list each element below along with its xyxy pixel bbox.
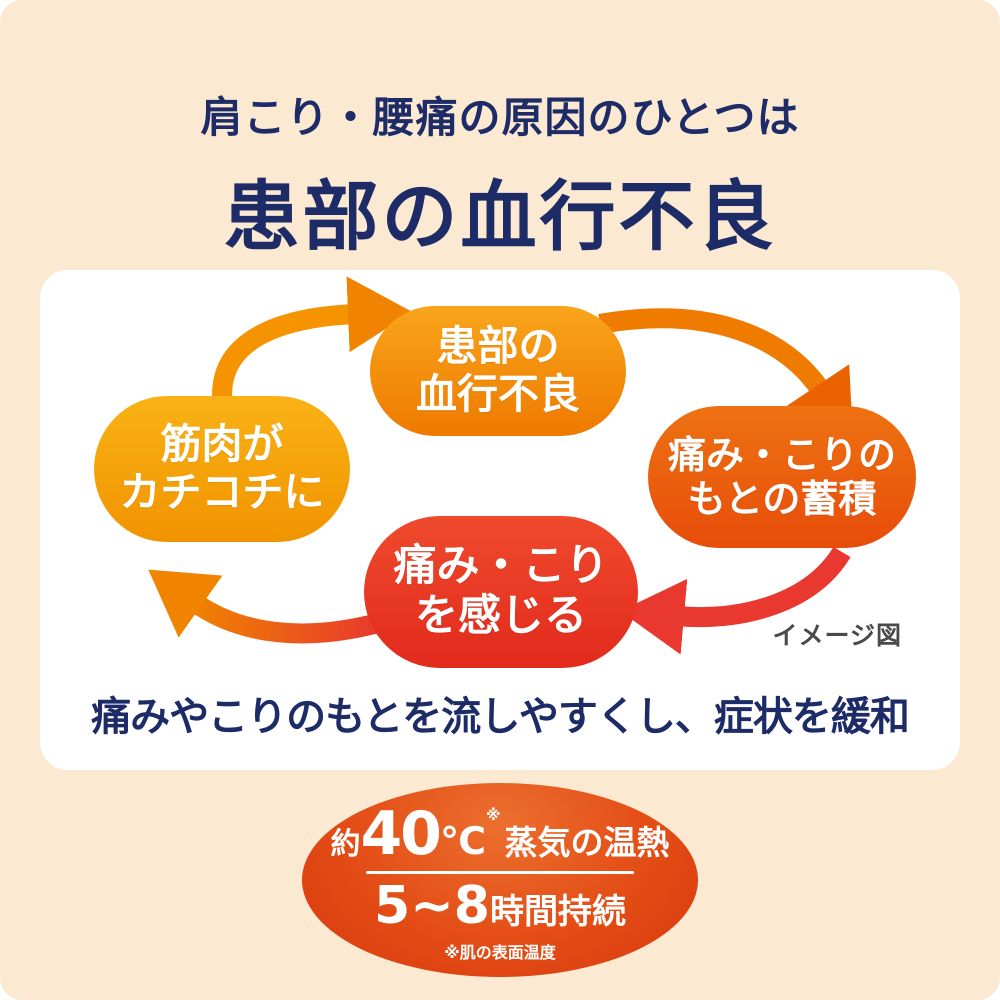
cycle-arrow-bottom-to-left xyxy=(148,569,385,644)
temp-prefix: 約 xyxy=(330,826,361,862)
duration-value: 5~8 xyxy=(374,875,490,936)
duration-label: 時間持続 xyxy=(489,891,626,932)
temp-unit: ℃ xyxy=(439,818,486,863)
node-stiff-muscles: 筋肉が カチコチに xyxy=(94,396,350,542)
node-line: 筋肉が xyxy=(160,420,284,469)
badge-footnote: ※肌の表面温度 xyxy=(444,942,556,962)
temp-value: 40 xyxy=(360,798,441,869)
header: 肩こり・腰痛の原因のひとつは 患部の血行不良 xyxy=(0,84,1000,265)
diagram-caption: イメージ図 xyxy=(772,621,902,650)
badge-divider xyxy=(366,870,634,874)
node-line: 痛み・こり xyxy=(393,541,609,592)
node-poor-circulation: 患部の 血行不良 xyxy=(370,306,626,436)
node-line: を感じる xyxy=(415,591,587,641)
node-line: 痛み・こりの xyxy=(667,432,896,477)
node-line: 血行不良 xyxy=(416,370,580,418)
node-pain-accumulation: 痛み・こりの もとの蓄積 xyxy=(648,406,916,548)
node-feel-pain: 痛み・こり を感じる xyxy=(364,516,638,668)
node-line: もとの蓄積 xyxy=(687,477,877,521)
node-line: 患部の xyxy=(436,322,560,371)
header-subtitle: 肩こり・腰痛の原因のひとつは xyxy=(200,93,800,142)
temp-note-mark: ※ xyxy=(485,805,501,824)
cycle-panel: 患部の 血行不良 痛み・こりの もとの蓄積 痛み・こり を感じる 筋肉が カチコ… xyxy=(40,270,960,770)
cycle-arrow-top-to-right xyxy=(598,308,854,439)
heat-badge: 約 40 ℃ ※ 蒸気の温熱 5~8 時間持続 ※肌の表面温度 xyxy=(302,783,698,977)
temperature-row: 約 40 ℃ ※ 蒸気の温熱 xyxy=(330,804,669,864)
header-title: 患部の血行不良 xyxy=(223,172,777,261)
temp-label: 蒸気の温熱 xyxy=(504,822,670,862)
summary-text: 痛みやこりのもとを流しやすくし、症状を緩和 xyxy=(91,694,910,740)
duration-row: 5~8 時間持続 xyxy=(374,880,626,933)
node-line: カチコチに xyxy=(119,468,325,516)
cycle-arrow-right-to-bottom xyxy=(620,546,851,655)
